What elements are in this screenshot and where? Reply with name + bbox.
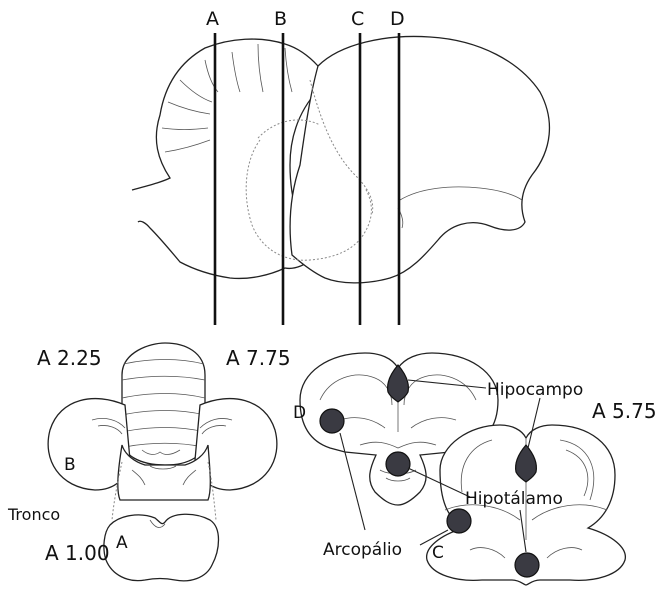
section-c-coordinate: A 5.75 — [592, 399, 657, 423]
section-a-extra-coordinate: A 1.00 — [45, 541, 110, 565]
cut-label-d: D — [390, 8, 405, 30]
section-b-letter: B — [64, 455, 76, 475]
section-a: A 2.25 B Tronco A 1.00 A — [7, 343, 277, 581]
arcopalio-label: Arcopálio — [323, 540, 402, 560]
cut-label-b: B — [274, 8, 287, 30]
hipotalamo-label: Hipotálamo — [465, 489, 563, 509]
cut-label-c: C — [351, 8, 364, 30]
arcopalio-region-c — [447, 509, 471, 533]
hipotalamo-region-d — [386, 452, 410, 476]
cut-label-a: A — [206, 8, 219, 30]
cerebrum-outline — [290, 36, 549, 282]
arcopalio-region-d — [320, 409, 344, 433]
section-a-letter: A — [116, 533, 128, 553]
section-c-letter: C — [432, 543, 444, 563]
tronco-label: Tronco — [7, 505, 60, 524]
section-d-coordinate: A 7.75 — [226, 346, 291, 370]
hipocampo-label: Hipocampo — [487, 380, 583, 400]
section-a-coordinate: A 2.25 — [37, 346, 102, 370]
lateral-brain-view — [132, 36, 549, 282]
section-d-letter: D — [293, 403, 306, 423]
hipotalamo-region-c — [515, 553, 539, 577]
